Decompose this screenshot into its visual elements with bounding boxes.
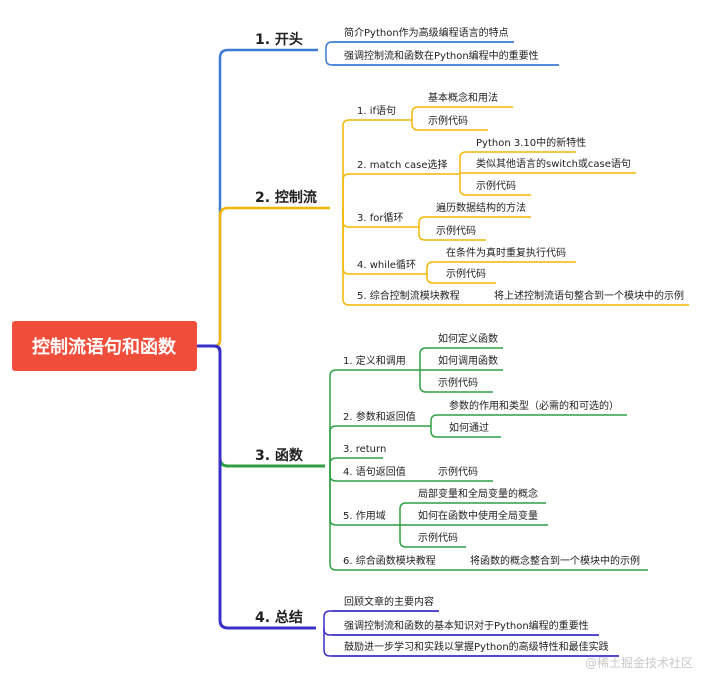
leaf-label[interactable]: 示例代码 xyxy=(438,376,478,389)
leaf-label[interactable]: Python 3.10中的新特性 xyxy=(476,136,586,149)
subtopic-connector xyxy=(342,173,460,208)
topic-connector xyxy=(325,50,559,66)
subtopic-label[interactable]: 2. 参数和返回值 xyxy=(343,410,416,423)
root-node-box xyxy=(12,321,197,371)
subtopic-label[interactable]: 6. 综合函数模块教程 xyxy=(343,554,436,567)
subtopic-label[interactable]: 1. 定义和调用 xyxy=(343,354,406,367)
subtopic-label[interactable]: 5. 作用域 xyxy=(343,509,386,522)
root-node[interactable]: 控制流语句和函数 xyxy=(12,321,197,371)
leaf-connector xyxy=(411,120,488,131)
leaf-connector xyxy=(418,227,486,241)
connector-lines xyxy=(197,41,689,657)
leaf-connector xyxy=(430,426,501,438)
leaf-label[interactable]: 示例代码 xyxy=(438,465,478,478)
leaf-label[interactable]: 示例代码 xyxy=(436,224,476,237)
leaf-label[interactable]: 如何通过 xyxy=(449,421,489,434)
topic-connector xyxy=(323,610,439,628)
leaf-label[interactable]: 参数的作用和类型（必需的和可选的） xyxy=(449,399,619,412)
watermark: @稀土掘金技术社区 xyxy=(585,655,693,670)
leaf-label[interactable]: 示例代码 xyxy=(476,179,516,192)
topic-label[interactable]: 简介Python作为高级编程语言的特点 xyxy=(344,26,509,39)
leaf-label[interactable]: 如何调用函数 xyxy=(438,354,498,367)
leaf-label[interactable]: 示例代码 xyxy=(418,531,458,544)
mind-map-nodes: 1. 开头 简介Python作为高级编程语言的特点强调控制流和函数在Python编… xyxy=(255,26,684,653)
topic-label[interactable]: 回顾文章的主要内容 xyxy=(344,595,434,608)
subtopic-label[interactable]: 2. match case选择 xyxy=(357,158,448,171)
topic-connector xyxy=(325,41,514,50)
leaf-label[interactable]: 如何在函数中使用全局变量 xyxy=(418,509,538,522)
subtopic-connector xyxy=(329,369,420,466)
leaf-connector xyxy=(418,216,531,227)
subtopic-connector xyxy=(329,457,383,466)
branch-label[interactable]: 4. 总结 xyxy=(255,609,303,626)
leaf-label[interactable]: 如何定义函数 xyxy=(438,332,498,345)
branch-label[interactable]: 1. 开头 xyxy=(255,31,303,48)
topic-connector xyxy=(323,628,619,657)
leaf-connector xyxy=(399,502,546,525)
leaf-label[interactable]: 类似其他语言的switch或case语句 xyxy=(476,157,631,170)
topic-label[interactable]: 强调控制流和函数在Python编程中的重要性 xyxy=(344,49,539,62)
branch-trunk-line xyxy=(197,344,316,630)
leaf-connector xyxy=(419,370,493,393)
leaf-label[interactable]: 基本概念和用法 xyxy=(428,91,498,104)
leaf-label[interactable]: 将上述控制流语句整合到一个模块中的示例 xyxy=(494,289,684,302)
leaf-label[interactable]: 示例代码 xyxy=(428,114,468,127)
subtopic-connector xyxy=(329,425,431,466)
leaf-label[interactable]: 将函数的概念整合到一个模块中的示例 xyxy=(470,554,640,567)
leaf-connector xyxy=(426,274,496,284)
branch-label[interactable]: 2. 控制流 xyxy=(255,189,317,206)
subtopic-connector xyxy=(342,208,479,306)
subtopic-label[interactable]: 3. for循环 xyxy=(357,211,403,224)
leaf-connector xyxy=(459,172,636,175)
leaf-connector xyxy=(459,174,531,196)
leaf-connector xyxy=(426,261,576,274)
subtopic-connector xyxy=(329,466,453,571)
subtopic-label[interactable]: 3. return xyxy=(343,444,386,455)
leaf-connector xyxy=(411,106,513,120)
subtopic-label[interactable]: 4. while循环 xyxy=(357,258,416,271)
leaf-label[interactable]: 在条件为真时重复执行代码 xyxy=(446,246,566,259)
branch-trunk-line xyxy=(197,206,330,348)
root-node-label: 控制流语句和函数 xyxy=(32,336,177,358)
subtopic-label[interactable]: 5. 综合控制流模块教程 xyxy=(357,289,460,302)
topic-label[interactable]: 鼓励进一步学习和实践以掌握Python的高级特性和最佳实践 xyxy=(344,640,609,653)
leaf-connector xyxy=(459,151,576,174)
leaf-connector xyxy=(399,525,466,548)
branch-label[interactable]: 3. 函数 xyxy=(255,447,304,464)
leaf-connector xyxy=(419,347,503,370)
leaf-label[interactable]: 遍历数据结构的方法 xyxy=(436,201,526,214)
leaf-connector xyxy=(430,414,627,426)
topic-label[interactable]: 强调控制流和函数的基本知识对于Python编程的重要性 xyxy=(344,619,589,632)
subtopic-label[interactable]: 1. if语句 xyxy=(357,104,396,117)
leaf-label[interactable]: 示例代码 xyxy=(446,267,486,280)
subtopic-connector xyxy=(342,119,412,208)
leaf-label[interactable]: 局部变量和全局变量的概念 xyxy=(418,487,538,500)
subtopic-label[interactable]: 4. 语句返回值 xyxy=(343,465,406,478)
